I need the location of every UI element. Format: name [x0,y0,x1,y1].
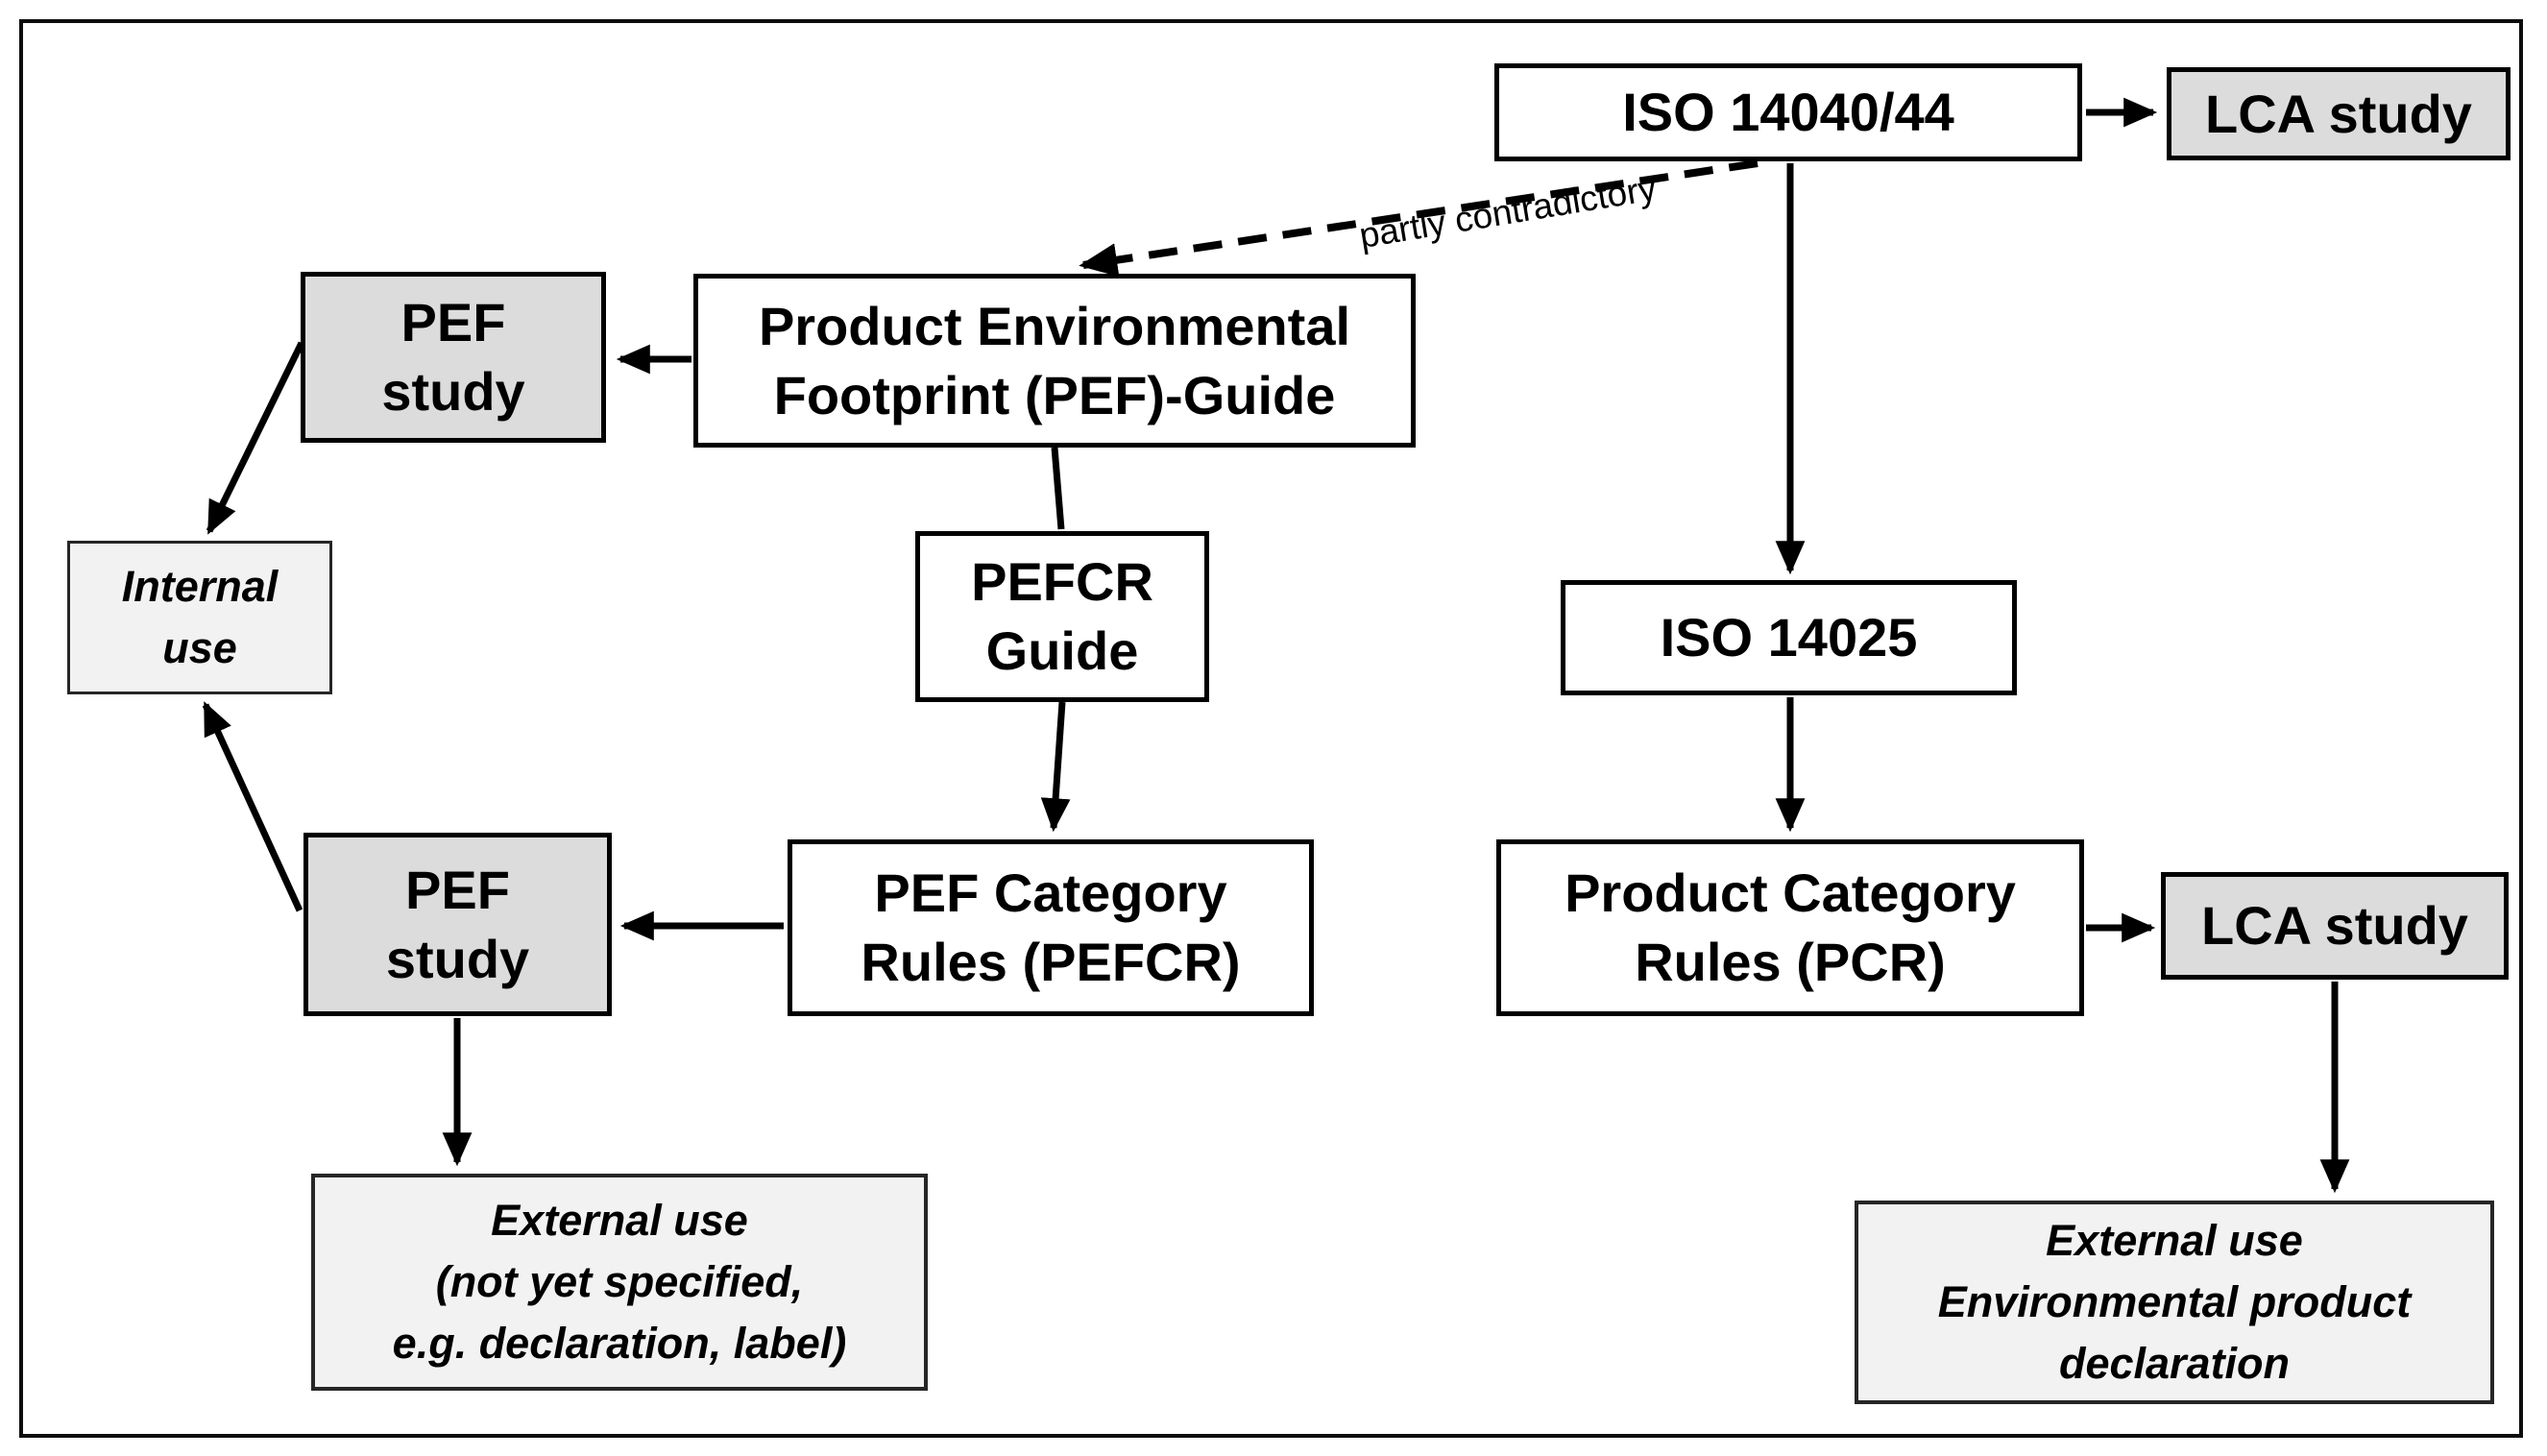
node-pef-study-bottom: PEF study [303,833,612,1016]
node-internal-use: Internal use [67,541,332,694]
pef-category-rules-line1: PEF Category [874,862,1227,924]
node-lca-study-bottom-label: LCA study [2201,895,2468,957]
pef-study-bottom-line1: PEF [405,859,510,920]
pefcr-guide-line1: PEFCR [971,551,1153,613]
pef-study-bottom-line2: study [385,928,530,989]
node-product-category-rules: Product Category Rules (PCR) [1496,839,2084,1016]
node-lca-study-top-label: LCA study [2205,83,2472,144]
node-external-use-right: External use Environmental product decla… [1855,1201,2494,1404]
node-pefcr-guide: PEFCR Guide [915,531,1209,702]
node-external-use-left: External use (not yet specified, e.g. de… [311,1174,928,1391]
node-iso-14025: ISO 14025 [1561,580,2017,695]
external-use-left-line2: (not yet specified, [435,1257,804,1307]
external-use-right-line2: Environmental product [1937,1277,2412,1327]
pef-guide-line1: Product Environmental [758,295,1351,356]
node-iso-14040-44-label: ISO 14040/44 [1622,82,1954,143]
internal-use-line1: Internal [121,562,279,612]
node-lca-study-top: LCA study [2167,67,2511,160]
pef-guide-line2: Footprint (PEF)-Guide [773,364,1336,425]
node-iso-14040-44: ISO 14040/44 [1494,63,2082,161]
external-use-left-line3: e.g. declaration, label) [392,1318,847,1368]
node-pef-guide: Product Environmental Footprint (PEF)-Gu… [693,274,1416,448]
pef-study-top-line2: study [381,361,525,422]
product-category-rules-line1: Product Category [1565,862,2016,924]
pef-study-top-line1: PEF [400,292,506,353]
internal-use-line2: use [162,623,237,672]
external-use-right-line3: declaration [2058,1338,2291,1388]
external-use-left-line1: External use [491,1196,748,1246]
pef-category-rules-line2: Rules (PEFCR) [861,932,1241,992]
pefcr-guide-line2: Guide [985,620,1139,681]
node-lca-study-bottom: LCA study [2161,872,2509,980]
external-use-right-line1: External use [2046,1216,2303,1266]
node-pef-study-top: PEF study [301,272,606,443]
product-category-rules-line2: Rules (PCR) [1635,932,1946,992]
node-iso-14025-label: ISO 14025 [1660,607,1918,668]
node-pef-category-rules: PEF Category Rules (PEFCR) [788,839,1314,1016]
